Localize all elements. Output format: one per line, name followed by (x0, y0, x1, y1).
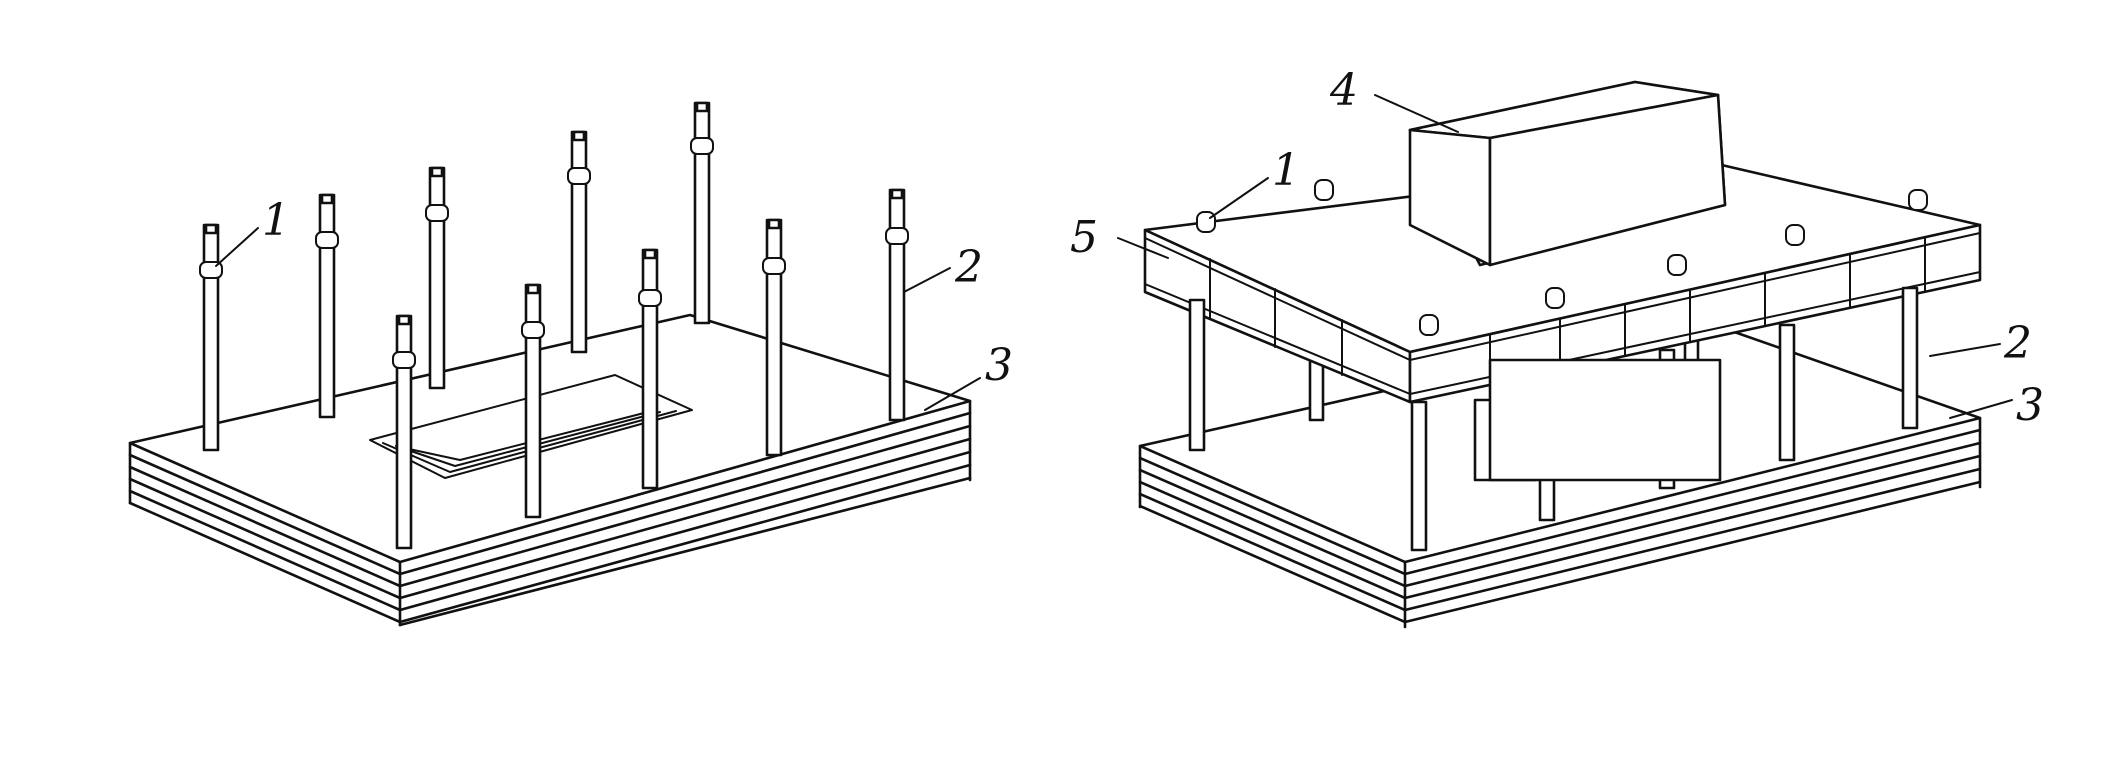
callout-2-left: 2 (954, 242, 983, 293)
column (765, 218, 783, 457)
callout-4-right: 4 (1329, 65, 1358, 116)
column (524, 283, 542, 519)
callout-3-right: 3 (2016, 380, 2044, 431)
callout-5-right: 5 (1070, 212, 1098, 263)
column (693, 101, 711, 325)
left-clamps (199, 137, 909, 369)
left-view: 1 2 3 (128, 101, 1013, 627)
column (395, 314, 413, 550)
left-base-slab (128, 313, 972, 627)
column (888, 188, 906, 422)
superstructure-block (1408, 80, 1727, 267)
right-clamps (1196, 179, 1928, 336)
column (570, 130, 588, 354)
callout-2-right: 2 (2003, 318, 2032, 369)
left-columns (202, 101, 906, 550)
callout-1-left: 1 (262, 195, 290, 246)
callout-3-left: 3 (985, 340, 1013, 391)
callout-1-right: 1 (1272, 145, 1300, 196)
superstructure-lower (1488, 358, 1722, 482)
right-view: 4 5 1 2 3 (1070, 65, 2044, 629)
right-leaders (1117, 94, 2013, 419)
column (428, 166, 446, 390)
column (641, 248, 659, 490)
column (318, 193, 336, 419)
left-leaders (215, 227, 981, 411)
column (202, 223, 220, 452)
lifted-floor-slab (1143, 158, 1982, 404)
